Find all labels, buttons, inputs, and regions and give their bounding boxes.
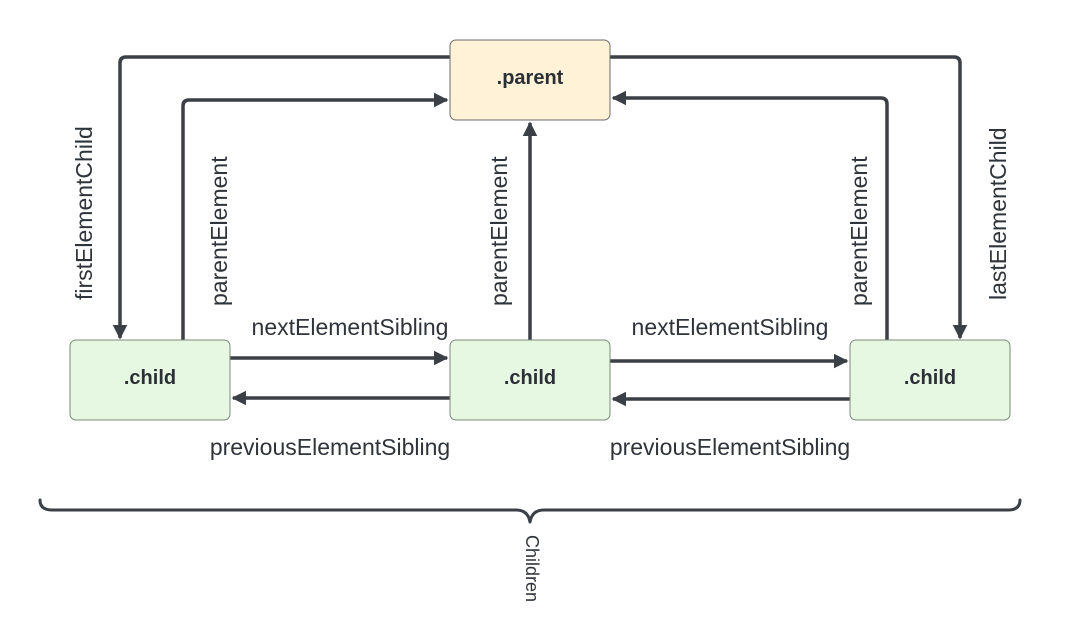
label-next-sibling-right: nextElementSibling — [632, 314, 829, 340]
node-child-middle: .child — [449, 339, 611, 421]
label-first-element-child: firstElementChild — [71, 126, 97, 300]
edge-last-element-child — [610, 55, 968, 340]
edge-parent-element-left — [181, 92, 449, 340]
children-brace — [38, 498, 1022, 524]
node-child-right: .child — [849, 339, 1011, 421]
node-child-right-label: .child — [904, 367, 956, 389]
label-previous-sibling-right: previousElementSibling — [610, 434, 850, 460]
edge-first-element-child — [112, 55, 450, 340]
node-child-middle-label: .child — [504, 367, 556, 389]
label-previous-sibling-left: previousElementSibling — [210, 434, 450, 460]
label-parent-element-left: parentElement — [206, 156, 232, 306]
label-next-sibling-left: nextElementSibling — [252, 314, 449, 340]
children-label: Children — [522, 535, 542, 602]
node-parent-label: .parent — [497, 67, 564, 89]
edge-parent-element-right — [611, 90, 889, 340]
label-parent-element-middle: parentElement — [486, 156, 512, 306]
label-last-element-child: lastElementChild — [985, 127, 1011, 300]
label-parent-element-right: parentElement — [846, 156, 872, 306]
node-parent: .parent — [449, 39, 611, 121]
node-child-left-label: .child — [124, 367, 176, 389]
node-child-left: .child — [69, 339, 231, 421]
